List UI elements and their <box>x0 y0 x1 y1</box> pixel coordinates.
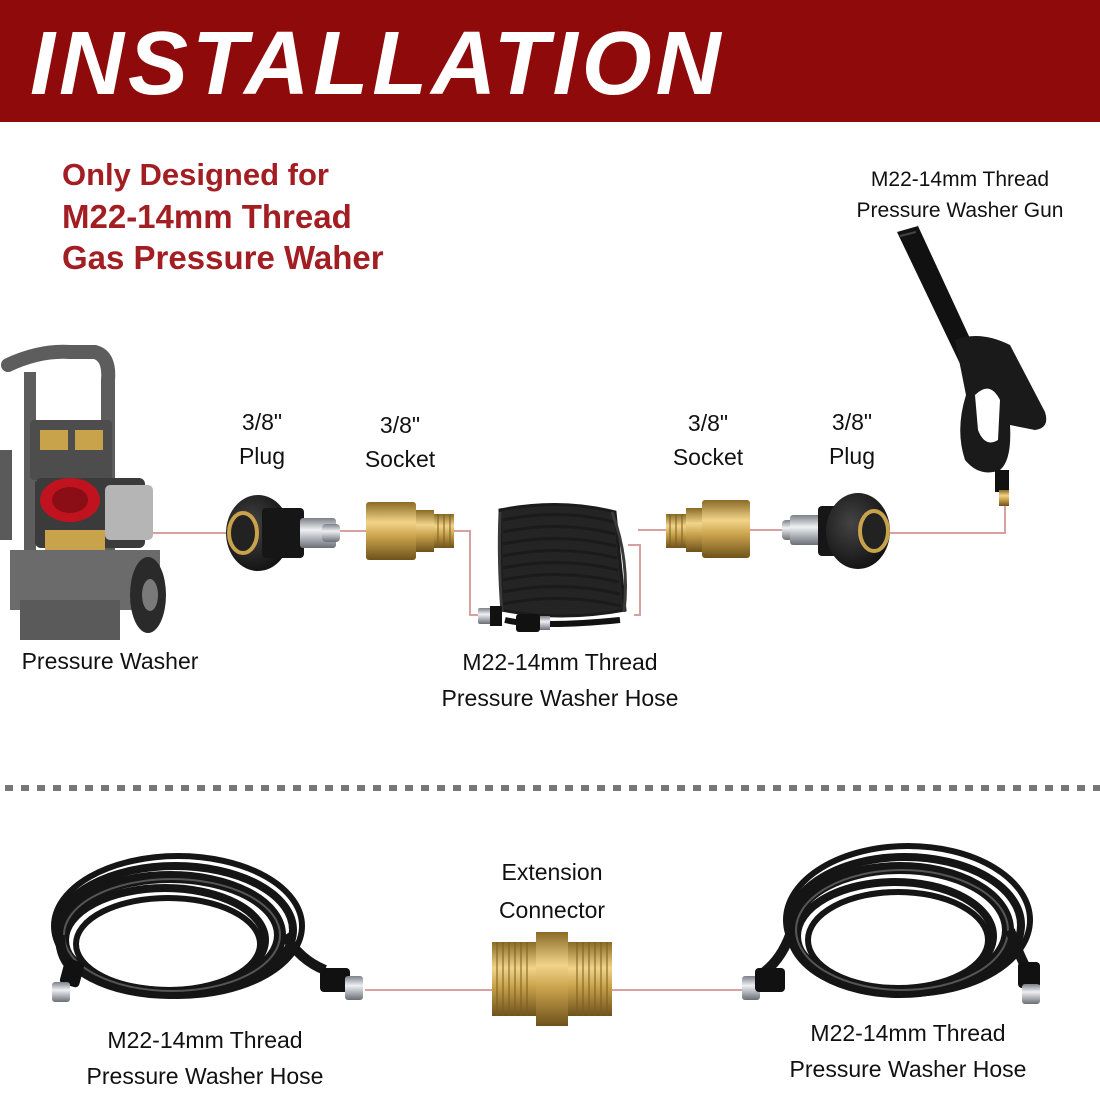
extension-connector-icon <box>492 932 612 1026</box>
pressure-washer-label-text: Pressure Washer <box>21 648 199 674</box>
hose-right-line-2: Pressure Washer Hose <box>789 1056 1027 1082</box>
hose-fitting-icon <box>478 606 550 632</box>
plug-right-icon <box>782 493 890 569</box>
hose-center-label: M22-14mm Thread Pressure Washer Hose <box>410 644 710 716</box>
gun-label-line-1: M22-14mm Thread <box>870 168 1050 191</box>
socket-left-icon <box>366 502 454 560</box>
pressure-washer-icon <box>0 344 166 640</box>
plug-right-label: 3/8" Plug <box>802 405 902 473</box>
hose-center-line-1: M22-14mm Thread <box>462 649 658 675</box>
plug-left-name: Plug <box>238 443 286 469</box>
banner-title: INSTALLATION <box>30 14 725 114</box>
gun-label-line-2: Pressure Washer Gun <box>856 199 1064 222</box>
plug-left-icon <box>226 495 340 571</box>
hose-center-line-2: Pressure Washer Hose <box>441 685 679 711</box>
extension-connector-label: Extension Connector <box>472 853 632 929</box>
pressure-washer-label: Pressure Washer <box>0 644 220 678</box>
headline-line-1: Only Designed for <box>62 157 329 192</box>
headline-line-3: Gas Pressure Waher <box>62 239 384 276</box>
spray-gun-icon <box>897 226 1047 506</box>
plug-left-label: 3/8" Plug <box>212 405 312 473</box>
socket-right-icon <box>666 500 750 558</box>
plug-right-name: Plug <box>828 443 876 469</box>
hose-right-label: M22-14mm Thread Pressure Washer Hose <box>758 1015 1058 1087</box>
hose-left-line-1: M22-14mm Thread <box>107 1027 303 1053</box>
title-banner: INSTALLATION <box>0 0 1100 122</box>
hose-left-label: M22-14mm Thread Pressure Washer Hose <box>55 1022 355 1094</box>
plug-left-size: 3/8" <box>241 409 283 435</box>
hose-right-line-1: M22-14mm Thread <box>810 1020 1006 1046</box>
hose-fitting-right-icon <box>742 962 1040 1004</box>
hose-coil-left-icon <box>51 853 327 999</box>
hose-left-line-2: Pressure Washer Hose <box>86 1063 324 1089</box>
plug-right-size: 3/8" <box>831 409 873 435</box>
socket-left-name: Socket <box>364 446 436 472</box>
hose-coil-right-icon <box>757 843 1035 998</box>
connection-lines <box>150 505 1006 991</box>
socket-left-label: 3/8" Socket <box>350 408 450 476</box>
extension-line-2: Connector <box>498 897 606 923</box>
headline-line-2: M22-14mm Thread <box>62 198 352 235</box>
gun-label: M22-14mm Thread Pressure Washer Gun <box>845 164 1075 226</box>
socket-left-size: 3/8" <box>379 412 421 438</box>
socket-right-label: 3/8" Socket <box>658 406 758 474</box>
extension-line-1: Extension <box>501 859 603 885</box>
socket-right-size: 3/8" <box>687 410 729 436</box>
hose-fitting-left-icon <box>52 958 363 1002</box>
hose-coil-icon <box>497 502 627 627</box>
socket-right-name: Socket <box>672 444 744 470</box>
